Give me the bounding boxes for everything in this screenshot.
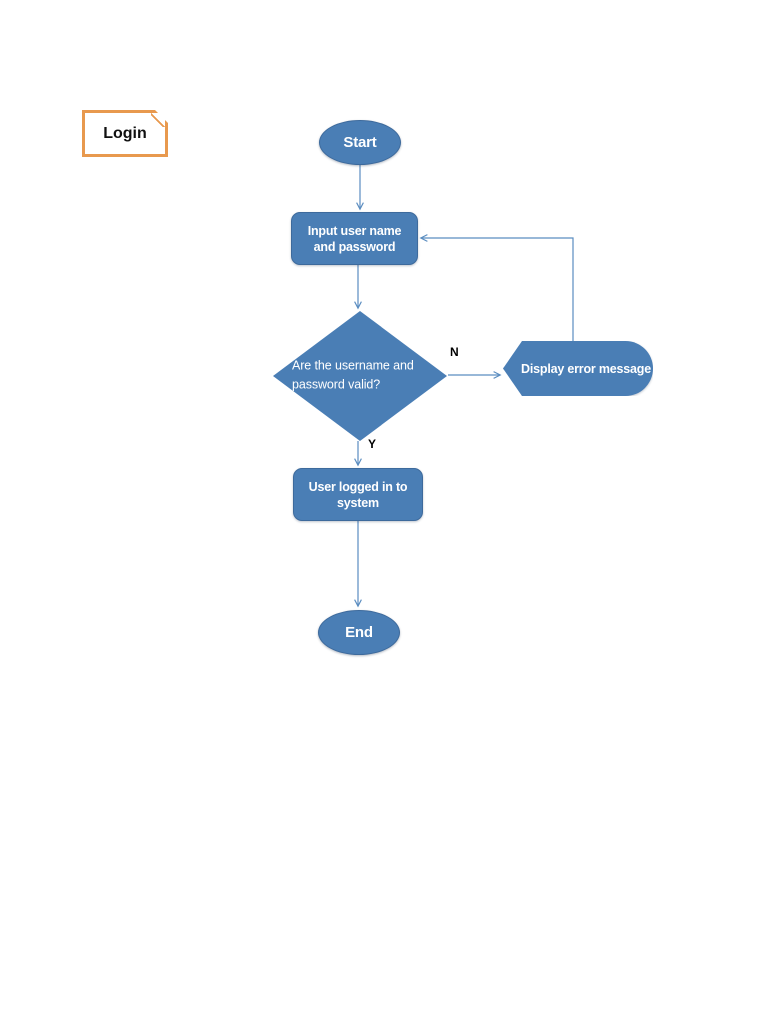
node-decision-label: Are the username and password valid? (292, 358, 414, 392)
node-decision-credentials-valid: Are the username and password valid? (273, 311, 447, 441)
login-tag: Login (82, 110, 168, 157)
folded-corner-icon (151, 113, 165, 127)
branch-label-yes: Y (368, 437, 377, 451)
node-display-error-label: Display error message (521, 361, 651, 376)
node-input-credentials: Input user name and password (291, 212, 418, 265)
node-input-credentials-label: Input user name and password (307, 223, 402, 254)
node-end: End (318, 610, 400, 655)
node-start-label: Start (343, 133, 377, 151)
node-start: Start (319, 120, 401, 165)
node-user-logged-in: User logged in to system (293, 468, 423, 521)
branch-label-no: N (450, 345, 459, 359)
node-display-error: Display error message (503, 341, 653, 396)
node-user-logged-in-label: User logged in to system (308, 479, 408, 510)
login-tag-label: Login (103, 124, 147, 142)
node-end-label: End (345, 623, 373, 641)
